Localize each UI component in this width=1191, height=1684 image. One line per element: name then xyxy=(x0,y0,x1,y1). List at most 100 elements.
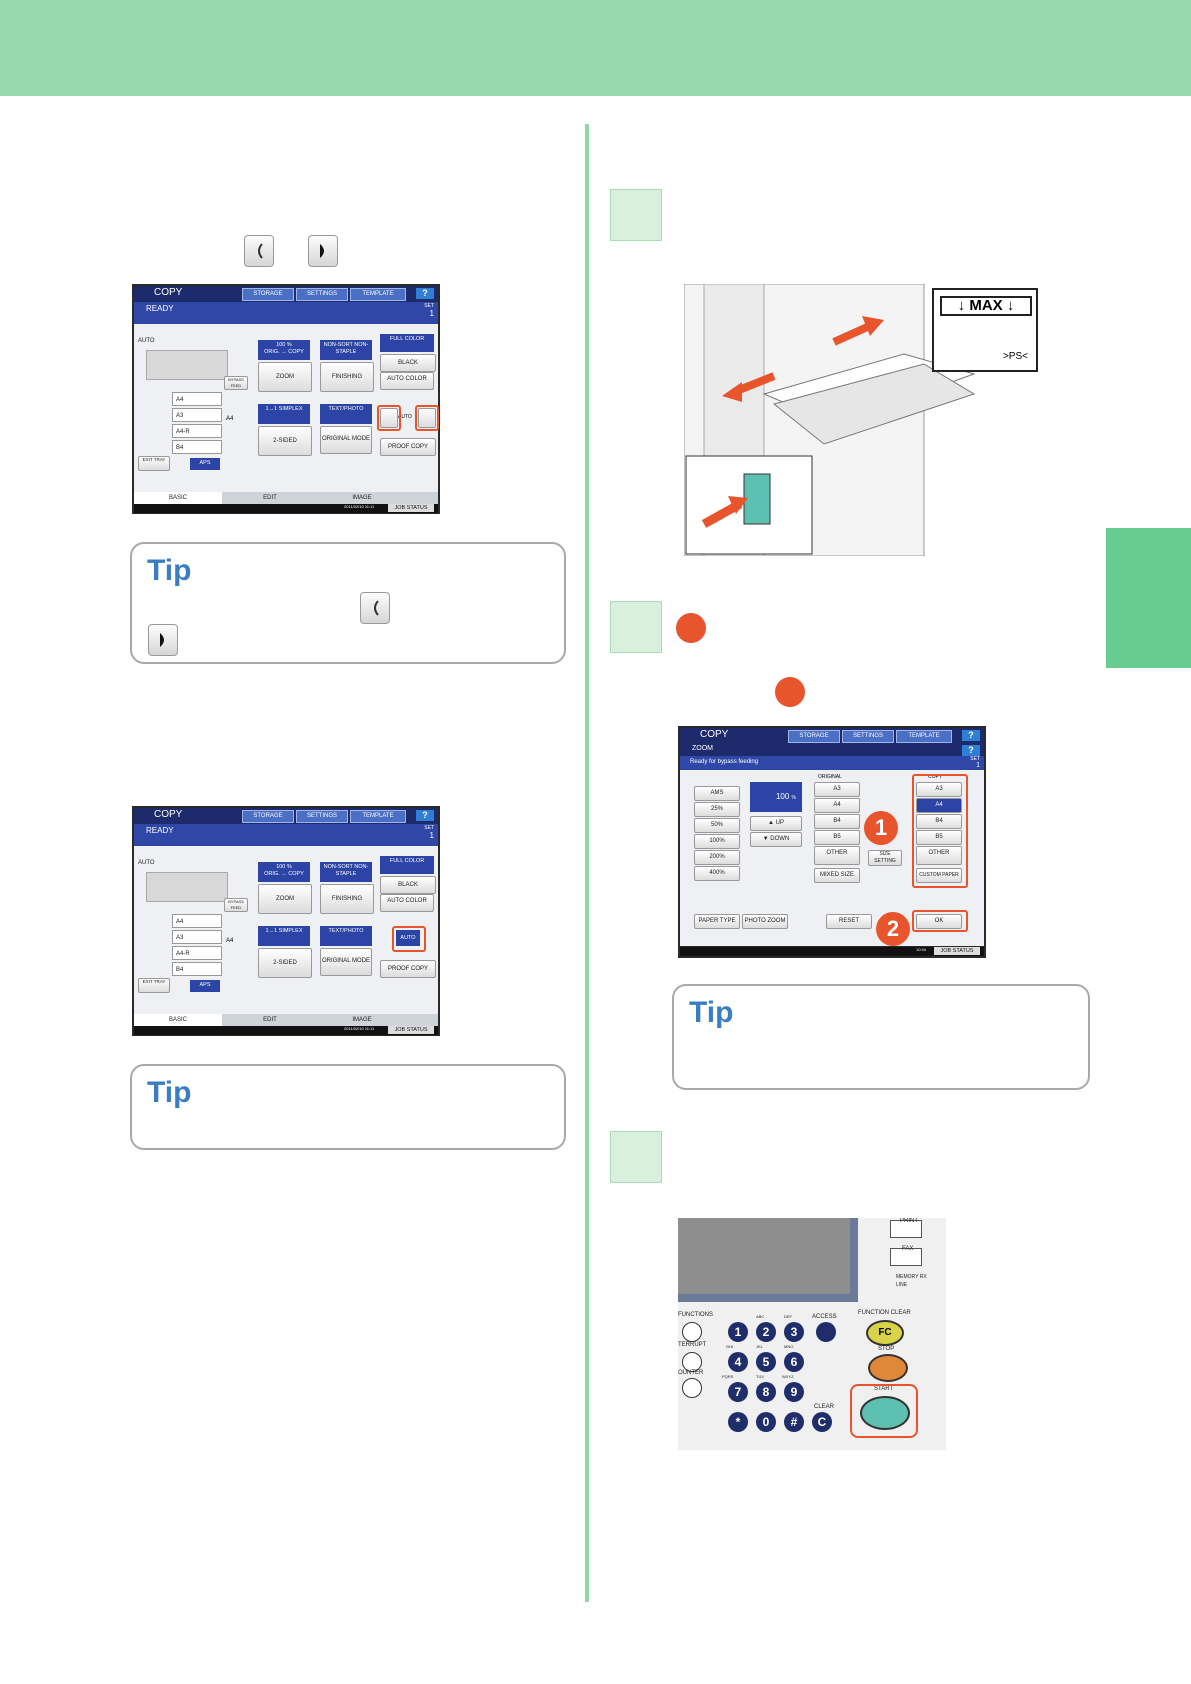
density-dark-button[interactable] xyxy=(418,408,436,428)
photo-zoom-button[interactable]: PHOTO ZOOM xyxy=(742,914,788,929)
original-b5[interactable]: B5 xyxy=(814,830,860,845)
interrupt-button[interactable] xyxy=(682,1352,702,1372)
original-a4[interactable]: A4 xyxy=(814,798,860,813)
auto-density-button[interactable]: AUTO xyxy=(396,930,420,946)
key-hash[interactable]: # xyxy=(784,1412,804,1432)
copy-b4[interactable]: B4 xyxy=(916,814,962,829)
key-7[interactable]: 7 xyxy=(728,1382,748,1402)
job-status-button[interactable]: JOB STATUS xyxy=(934,947,980,955)
full-color-button[interactable]: FULL COLOR xyxy=(380,334,434,352)
zoom-up-button[interactable]: ▲ UP xyxy=(750,816,802,831)
key-4[interactable]: 4 xyxy=(728,1352,748,1372)
ratio-100[interactable]: 100% xyxy=(694,834,740,849)
ratio-ams[interactable]: AMS xyxy=(694,786,740,801)
settings-button[interactable]: SETTINGS xyxy=(296,810,348,823)
storage-button[interactable]: STORAGE xyxy=(242,288,294,301)
original-mixed-size[interactable]: MIXED SIZE xyxy=(814,868,860,883)
two-sided-button[interactable]: 2-SIDED xyxy=(258,948,312,978)
ratio-400[interactable]: 400% xyxy=(694,866,740,881)
auto-color-button[interactable]: AUTO COLOR xyxy=(380,372,434,390)
size-setting-button[interactable]: SIZE SETTING xyxy=(868,850,902,866)
proof-copy-button[interactable]: PROOF COPY xyxy=(380,960,436,978)
ratio-200[interactable]: 200% xyxy=(694,850,740,865)
key-1[interactable]: 1 xyxy=(728,1322,748,1342)
tray-3[interactable]: A4-R xyxy=(172,946,222,960)
tab-image[interactable]: IMAGE xyxy=(352,495,372,501)
key-0[interactable]: 0 xyxy=(756,1412,776,1432)
bypass-feed-button[interactable]: BYPASS FEED xyxy=(224,898,248,912)
tray-4[interactable]: B4 xyxy=(172,440,222,454)
copy-b5[interactable]: B5 xyxy=(916,830,962,845)
stop-button[interactable] xyxy=(868,1354,908,1382)
key-5[interactable]: 5 xyxy=(756,1352,776,1372)
tab-edit[interactable]: EDIT xyxy=(263,1017,277,1023)
original-b4[interactable]: B4 xyxy=(814,814,860,829)
ratio-50[interactable]: 50% xyxy=(694,818,740,833)
copy-custom-paper[interactable]: CUSTOM PAPER xyxy=(916,868,962,883)
template-button[interactable]: TEMPLATE xyxy=(350,288,406,301)
zoom-down-button[interactable]: ▼ DOWN xyxy=(750,832,802,847)
exit-tray-button[interactable]: EXIT TRAY xyxy=(138,456,170,471)
functions-button[interactable] xyxy=(682,1322,702,1342)
zoom-button[interactable]: ZOOM xyxy=(258,884,312,914)
function-clear-button[interactable]: FC xyxy=(866,1320,904,1346)
tray-2[interactable]: A3 xyxy=(172,408,222,422)
aps-button[interactable]: APS xyxy=(190,980,220,992)
counter-button[interactable] xyxy=(682,1378,702,1398)
job-status-button[interactable]: JOB STATUS xyxy=(388,1026,434,1034)
zoom-help-button[interactable]: ? xyxy=(962,745,980,756)
black-button[interactable]: BLACK xyxy=(380,876,436,894)
key-2[interactable]: 2 xyxy=(756,1322,776,1342)
tray-1[interactable]: A4 xyxy=(172,392,222,406)
copy-a4[interactable]: A4 xyxy=(916,798,962,813)
finishing-button[interactable]: FINISHING xyxy=(320,362,374,392)
key-clear[interactable]: C xyxy=(812,1412,832,1432)
template-button[interactable]: TEMPLATE xyxy=(896,730,952,743)
original-a3[interactable]: A3 xyxy=(814,782,860,797)
key-3[interactable]: 3 xyxy=(784,1322,804,1342)
aps-button[interactable]: APS xyxy=(190,458,220,470)
access-button[interactable] xyxy=(816,1322,836,1342)
copy-other[interactable]: OTHER xyxy=(916,846,962,865)
tray-3[interactable]: A4-R xyxy=(172,424,222,438)
density-light-button[interactable] xyxy=(380,408,398,428)
tab-edit[interactable]: EDIT xyxy=(263,495,277,501)
help-button[interactable]: ? xyxy=(962,730,980,741)
settings-button[interactable]: SETTINGS xyxy=(842,730,894,743)
storage-button[interactable]: STORAGE xyxy=(242,810,294,823)
key-star[interactable]: * xyxy=(728,1412,748,1432)
original-mode-button[interactable]: ORIGINAL MODE xyxy=(320,426,372,454)
zoom-button[interactable]: ZOOM xyxy=(258,362,312,392)
key-8[interactable]: 8 xyxy=(756,1382,776,1402)
ratio-25[interactable]: 25% xyxy=(694,802,740,817)
black-button[interactable]: BLACK xyxy=(380,354,436,372)
copy-a3[interactable]: A3 xyxy=(916,782,962,797)
storage-button[interactable]: STORAGE xyxy=(788,730,840,743)
ok-button[interactable]: OK xyxy=(916,914,962,929)
zoom-orig: ORIG. → COPY xyxy=(264,349,304,355)
settings-button[interactable]: SETTINGS xyxy=(296,288,348,301)
help-button[interactable]: ? xyxy=(416,288,434,299)
original-other[interactable]: OTHER xyxy=(814,846,860,865)
key-9[interactable]: 9 xyxy=(784,1382,804,1402)
tray-2[interactable]: A3 xyxy=(172,930,222,944)
template-button[interactable]: TEMPLATE xyxy=(350,810,406,823)
original-mode-button[interactable]: ORIGINAL MODE xyxy=(320,948,372,976)
job-status-button[interactable]: JOB STATUS xyxy=(388,504,434,512)
start-button[interactable] xyxy=(860,1396,910,1430)
reset-button[interactable]: RESET xyxy=(826,914,872,929)
two-sided-button[interactable]: 2-SIDED xyxy=(258,426,312,456)
key-6[interactable]: 6 xyxy=(784,1352,804,1372)
full-color-button[interactable]: FULL COLOR xyxy=(380,856,434,874)
tray-1[interactable]: A4 xyxy=(172,914,222,928)
tab-image[interactable]: IMAGE xyxy=(352,1017,372,1023)
paper-type-button[interactable]: PAPER TYPE xyxy=(694,914,740,929)
help-button[interactable]: ? xyxy=(416,810,434,821)
auto-color-button[interactable]: AUTO COLOR xyxy=(380,894,434,912)
callout-badge-2: 2 xyxy=(876,912,910,946)
tray-4[interactable]: B4 xyxy=(172,962,222,976)
proof-copy-button[interactable]: PROOF COPY xyxy=(380,438,436,456)
finishing-button[interactable]: FINISHING xyxy=(320,884,374,914)
bypass-feed-button[interactable]: BYPASS FEED xyxy=(224,376,248,390)
exit-tray-button[interactable]: EXIT TRAY xyxy=(138,978,170,993)
